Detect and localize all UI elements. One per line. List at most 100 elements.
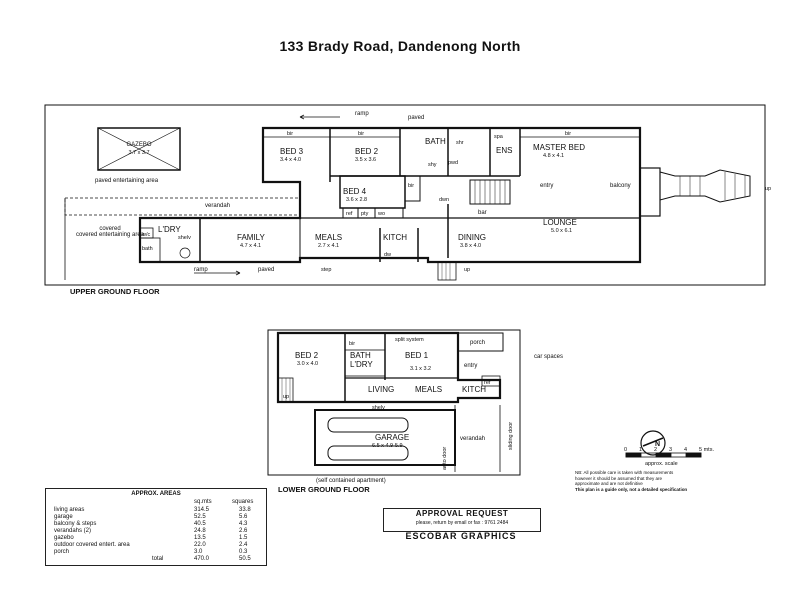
kitch-label: KITCH xyxy=(383,233,407,242)
lower-bath-label: BATH xyxy=(350,351,371,360)
lower-entry-label: entry xyxy=(464,363,477,369)
verandah-label: verandah xyxy=(205,203,230,209)
wo-label: wo xyxy=(377,211,385,217)
car-2 xyxy=(327,445,409,461)
lower-kitch-label: KITCH xyxy=(462,385,486,394)
lower-meals-label: MEALS xyxy=(415,385,442,394)
shy-label: shy xyxy=(428,162,437,168)
master-bir: bir xyxy=(565,131,571,137)
master-bed-dims: 4.8 x 4.1 xyxy=(543,153,564,159)
paved-top-label: paved xyxy=(408,115,424,121)
row-squares: 0.3 xyxy=(239,549,248,555)
disclaimer-notes: NB: All possible care is taken with meas… xyxy=(575,470,745,492)
bed4-dims: 3.6 x 2.8 xyxy=(346,197,367,203)
table-row-total: total 470.0 50.5 xyxy=(54,556,260,563)
compass-n-label: N xyxy=(655,441,660,448)
note-line: however it should be assumed that they a… xyxy=(575,475,663,481)
gazebo-outline xyxy=(97,127,181,171)
scale-num-1: 1 xyxy=(639,447,642,453)
dwn-label: dwn xyxy=(439,197,449,203)
shelv-label: shelv xyxy=(178,235,191,241)
hall-bir: bir xyxy=(408,183,414,189)
approval-title: APPROVAL REQUEST xyxy=(415,509,509,518)
row-squares: 1.5 xyxy=(239,535,248,541)
lower-bed2-dims: 3.0 x 4.0 xyxy=(297,361,318,367)
ldry-label: L'DRY xyxy=(158,225,181,234)
car-spaces-label: car spaces xyxy=(534,354,563,360)
table-row: balcony & steps 40.5 4.3 xyxy=(54,521,260,528)
scale-num-4: 4 xyxy=(684,447,687,453)
compass-rose xyxy=(640,430,666,456)
covered-label: covered entertaining area xyxy=(76,232,145,238)
covered-label-1: covered xyxy=(99,226,120,232)
table-row: living areas 314.5 33.8 xyxy=(54,507,260,514)
scale-num-5: 5 mts. xyxy=(699,447,714,453)
row-sqm: 22.0 xyxy=(194,542,206,548)
row-sqm: 24.8 xyxy=(194,528,206,534)
lower-ref-label: ref xyxy=(484,380,491,386)
row-label: total xyxy=(152,556,164,562)
self-contained-label: (self contained apartment) xyxy=(316,478,386,484)
approval-sub: please, return by email or fax : 9761 24… xyxy=(415,520,509,526)
pty-label: pty xyxy=(361,211,369,217)
table-row: porch 3.0 0.3 xyxy=(54,549,260,556)
table-row: garage 52.5 5.6 xyxy=(54,514,260,521)
table-row: verandahs (2) 24.8 2.6 xyxy=(54,528,260,535)
garage-dims: 6.5 x 4.9-5.9 xyxy=(372,443,403,449)
porch-label: porch xyxy=(470,340,485,346)
up-right-label: up xyxy=(765,186,771,192)
pwd-label: pwd xyxy=(448,160,458,166)
bed4-label: BED 4 xyxy=(343,187,367,196)
note-line: approximate and are not definitive xyxy=(575,481,643,486)
row-squares: 4.3 xyxy=(239,521,248,527)
meals-dims: 2.7 x 4.1 xyxy=(318,243,339,249)
row-squares: 5.6 xyxy=(239,514,248,520)
note-line: This plan is a guide only, not a detaile… xyxy=(575,486,688,492)
note-line: NB: All possible care is taken with meas… xyxy=(575,470,674,475)
row-squares: 2.4 xyxy=(239,542,248,548)
family-dims: 4.7 x 4.1 xyxy=(240,243,261,249)
family-label: FAMILY xyxy=(237,233,266,242)
row-squares: 33.8 xyxy=(239,507,251,513)
bath-small-label: bath xyxy=(142,246,153,252)
bed2-bir: bir xyxy=(358,131,364,137)
bed3-label: BED 3 xyxy=(280,147,304,156)
ramp-bottom-label: ramp xyxy=(194,267,208,273)
paved-entertaining-label: paved entertaining area xyxy=(95,178,159,184)
spa-label: spa xyxy=(494,134,504,140)
ramp-top-label: ramp xyxy=(355,111,369,117)
wc-label: w/c xyxy=(141,232,151,238)
approx-areas-table: APPROX. AREAS sq.mts squares living area… xyxy=(45,488,267,566)
balcony-label: balcony xyxy=(610,183,631,189)
row-sqm: 3.0 xyxy=(194,549,203,555)
ref-label: ref xyxy=(346,211,353,217)
lower-boundary xyxy=(267,329,521,476)
lounge-dims: 5.0 x 6.1 xyxy=(551,228,572,234)
brand-name: ESCOBAR GRAPHICS xyxy=(405,531,517,541)
scale-num-3: 3 xyxy=(669,447,672,453)
row-sqm: 40.5 xyxy=(194,521,206,527)
shr-label: shr xyxy=(456,140,464,146)
lower-bed1-dims: 3.1 x 3.2 xyxy=(410,366,431,372)
row-label: balcony & steps xyxy=(54,521,97,527)
lower-bed2-label: BED 2 xyxy=(295,351,319,360)
lower-bed1-label: BED 1 xyxy=(405,351,429,360)
living-label: LIVING xyxy=(368,385,394,394)
bed3-dims: 3.4 x 4.0 xyxy=(280,157,301,163)
bed2-label: BED 2 xyxy=(355,147,379,156)
bath-label: BATH xyxy=(425,137,446,146)
table-row: gazebo 13.5 1.5 xyxy=(54,535,260,542)
site-boundary xyxy=(44,104,766,286)
master-bed-label: MASTER BED xyxy=(533,143,585,152)
row-label: garage xyxy=(54,514,73,520)
row-sqm: 52.5 xyxy=(194,514,206,520)
row-squares: 2.6 xyxy=(239,528,248,534)
lower-floor-caption: LOWER GROUND FLOOR xyxy=(278,485,370,494)
auto-door-label: auto door xyxy=(442,447,448,470)
lower-ldry-label: L'DRY xyxy=(350,360,373,369)
lower-bir: bir xyxy=(349,341,355,347)
upper-floor-caption: UPPER GROUND FLOOR xyxy=(70,287,160,296)
car-1 xyxy=(327,417,409,433)
table-row: outdoor covered entert. area 22.0 2.4 xyxy=(54,542,260,549)
row-squares: 50.5 xyxy=(239,556,251,562)
